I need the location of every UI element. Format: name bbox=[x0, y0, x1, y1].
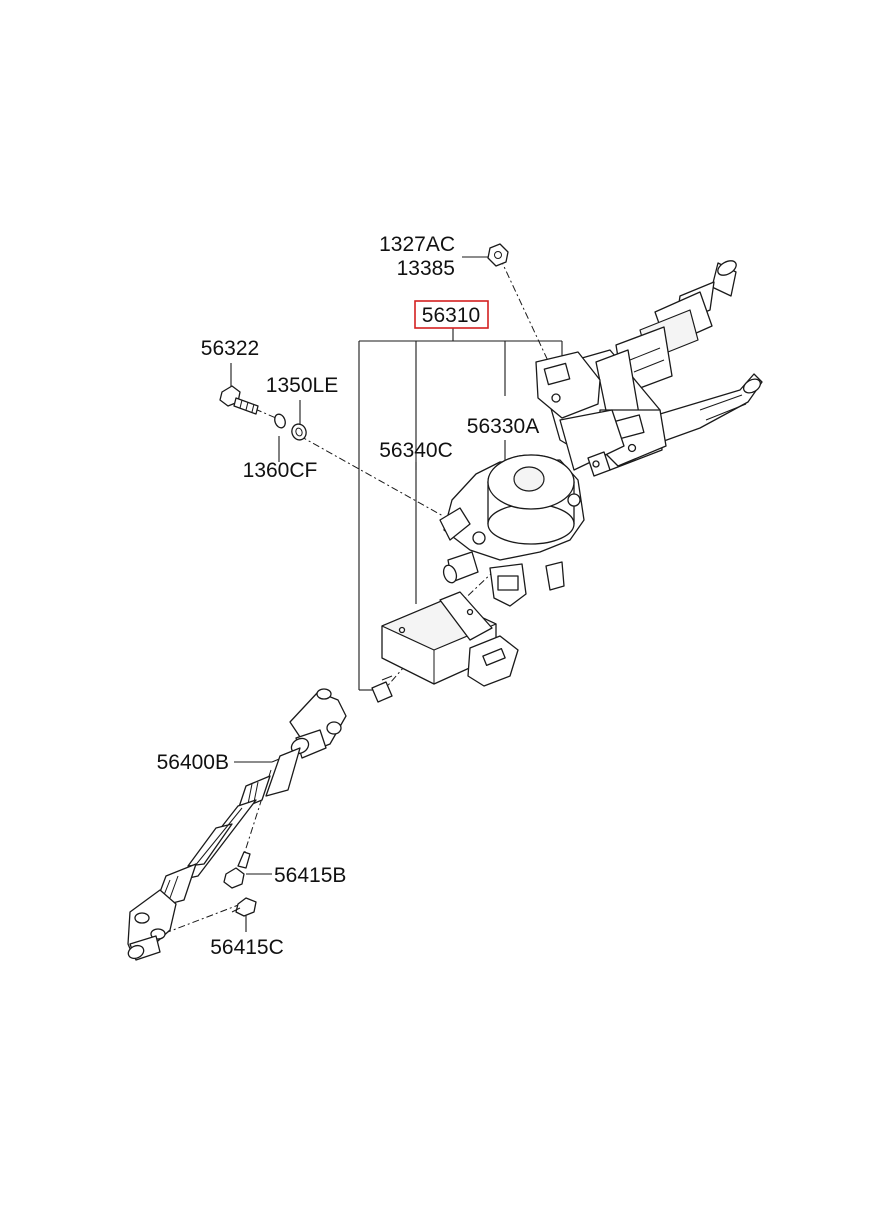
part-labels: 1327AC 13385 56310 56322 1350LE 56330A 5… bbox=[157, 233, 540, 959]
label-56415c: 56415C bbox=[210, 936, 284, 959]
intermediate-shaft-56400b bbox=[127, 688, 347, 961]
highlight-box-56310 bbox=[414, 300, 489, 329]
washer-1350le bbox=[291, 423, 307, 441]
bolt-56415b bbox=[223, 851, 251, 889]
bolt-56322 bbox=[219, 385, 259, 415]
label-56400b: 56400B bbox=[157, 751, 229, 774]
label-1360cf: 1360CF bbox=[243, 459, 318, 482]
label-1350le: 1350LE bbox=[266, 374, 338, 397]
label-56322: 56322 bbox=[201, 337, 259, 360]
steering-column-assembly bbox=[371, 260, 763, 703]
nut-13385 bbox=[487, 243, 509, 267]
label-56310: 56310 bbox=[422, 304, 480, 327]
label-1327ac: 1327AC bbox=[379, 233, 455, 256]
washer-1360cf bbox=[274, 413, 286, 429]
bolt-56415c bbox=[231, 897, 257, 917]
label-56330a: 56330A bbox=[467, 415, 539, 438]
assembly-bracket-56310 bbox=[358, 328, 563, 691]
label-13385: 13385 bbox=[397, 257, 455, 280]
leader-lines bbox=[230, 256, 506, 932]
label-56415b: 56415B bbox=[274, 864, 346, 887]
label-56340c: 56340C bbox=[379, 439, 453, 462]
